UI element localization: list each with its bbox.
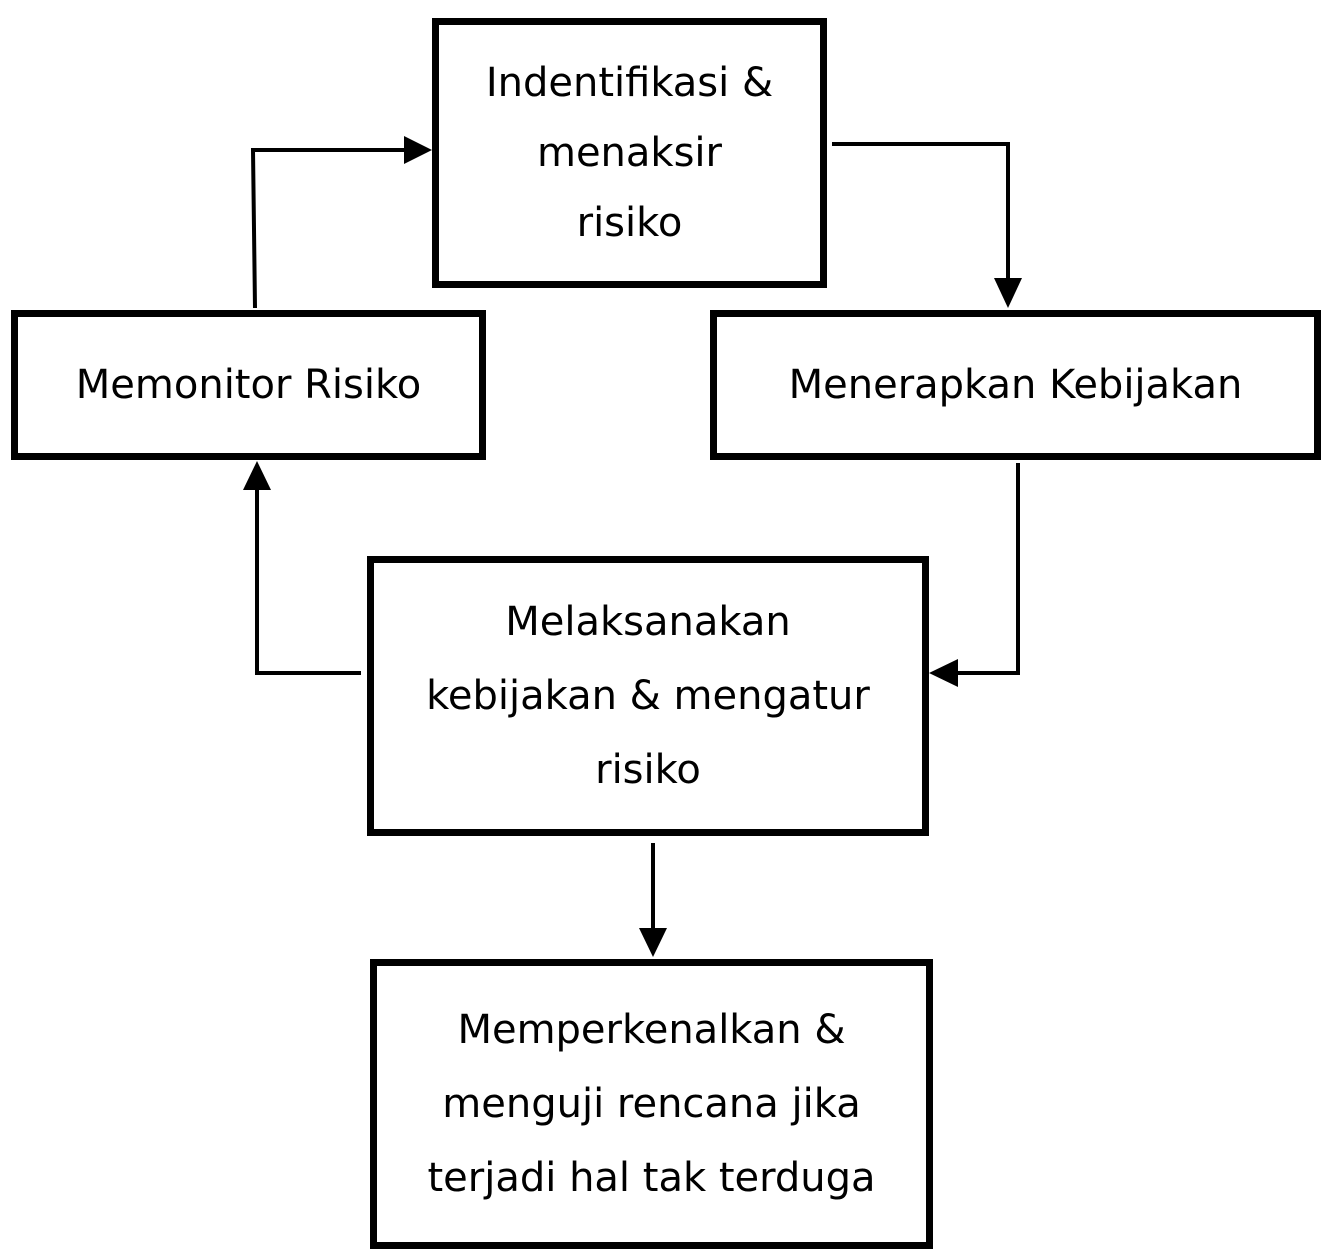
identify-risk-line-3: risiko (576, 200, 683, 246)
apply-policy-label: Menerapkan Kebijakan (789, 360, 1243, 410)
arrowhead-into-introduce (639, 928, 667, 957)
identify-risk-label: Indentifikasi & menaksir risiko (486, 48, 773, 258)
monitor-risk-label: Memonitor Risiko (76, 360, 421, 410)
identify-risk-line-2: menaksir (536, 130, 722, 176)
connector-execute-to-monitor (255, 488, 361, 675)
arrowhead-into-execute (929, 659, 958, 687)
execute-policy-line-2: kebijakan & mengatur (426, 673, 870, 719)
introduce-plan-label: Memperkenalkan & menguji rencana jika te… (427, 993, 875, 1215)
arrowhead-into-monitor (243, 461, 271, 490)
connector-identify-to-apply (832, 142, 1010, 282)
introduce-plan-box: Memperkenalkan & menguji rencana jika te… (370, 959, 933, 1249)
introduce-plan-line-2: menguji rencana jika (442, 1081, 861, 1127)
execute-policy-box: Melaksanakan kebijakan & mengatur risiko (367, 556, 929, 836)
introduce-plan-line-1: Memperkenalkan & (457, 1007, 846, 1053)
monitor-risk-box: Memonitor Risiko (11, 310, 486, 460)
arrowhead-into-apply (994, 278, 1022, 308)
connector-apply-to-execute (956, 463, 1020, 675)
execute-policy-line-1: Melaksanakan (505, 599, 791, 645)
apply-policy-line-1: Menerapkan Kebijakan (788, 362, 1243, 408)
apply-policy-box: Menerapkan Kebijakan (710, 310, 1321, 460)
execute-policy-line-3: risiko (595, 747, 701, 793)
connector-monitor-to-identify (250, 148, 408, 309)
monitor-risk-line-1: Memonitor Risiko (75, 362, 422, 408)
execute-policy-label: Melaksanakan kebijakan & mengatur risiko (426, 585, 870, 807)
introduce-plan-line-3: terjadi hal tak terduga (427, 1155, 876, 1201)
identify-risk-line-1: Indentifikasi & (485, 60, 774, 106)
identify-risk-box: Indentifikasi & menaksir risiko (432, 18, 827, 288)
arrowhead-into-identify (404, 136, 432, 164)
